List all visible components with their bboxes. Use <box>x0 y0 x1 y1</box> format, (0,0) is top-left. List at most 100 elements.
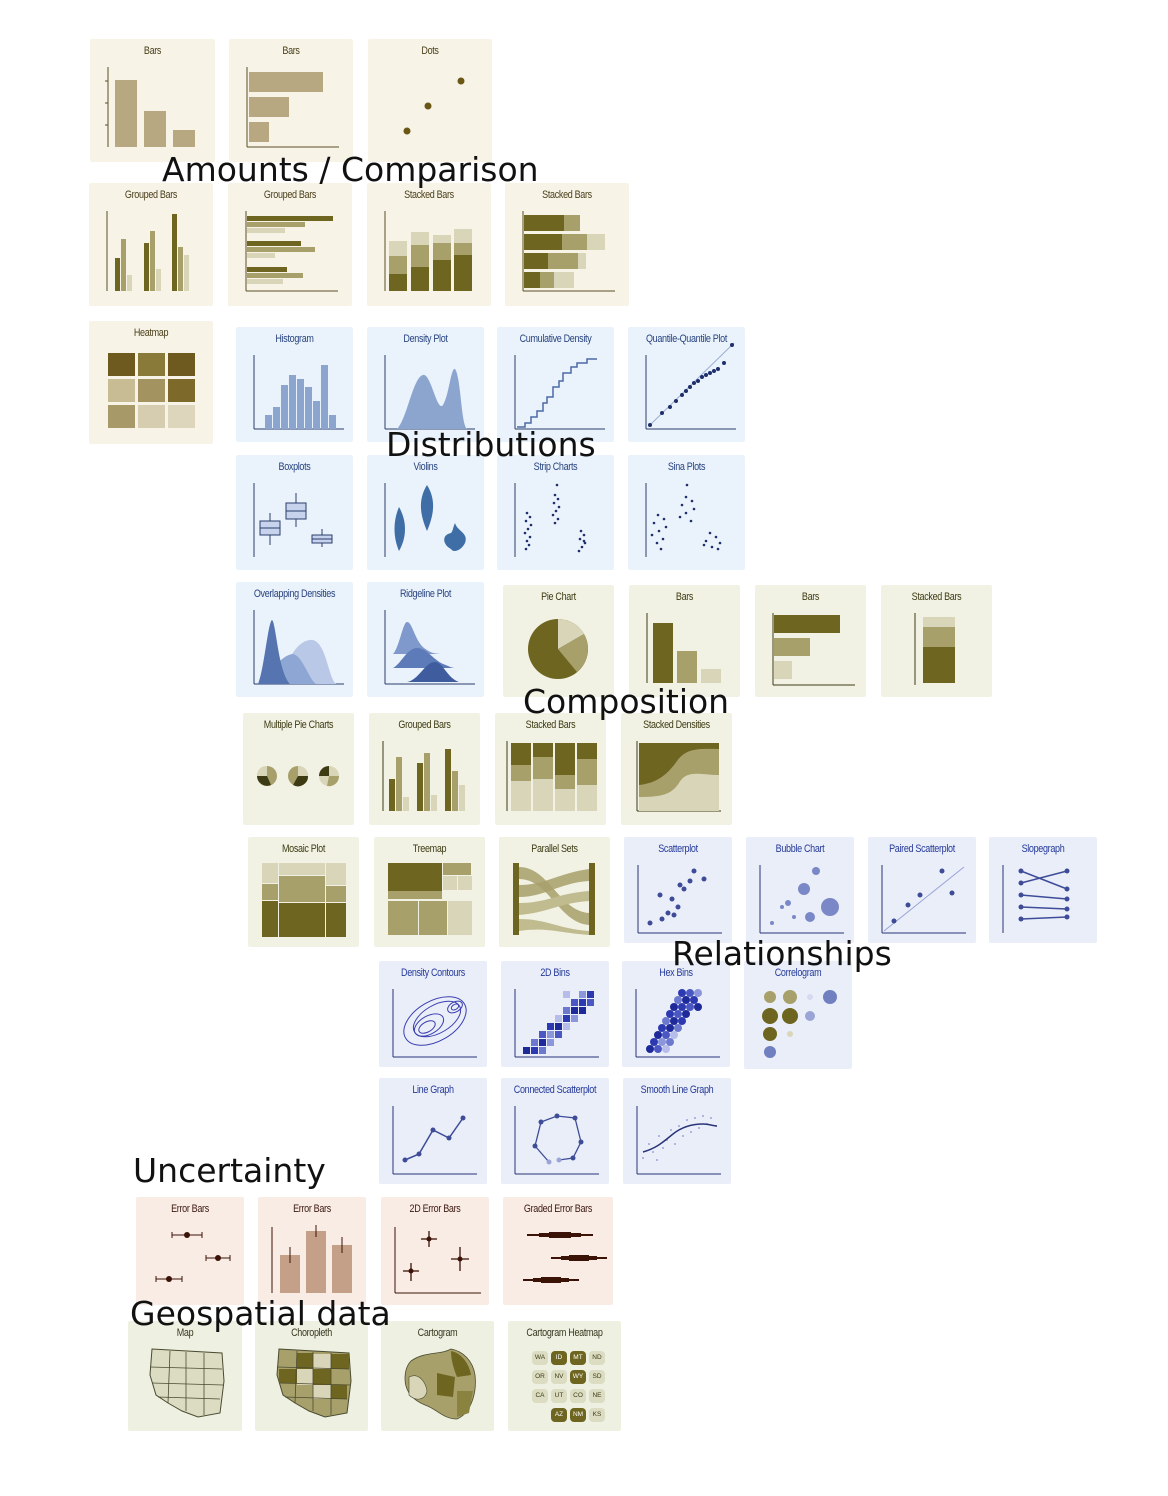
tile-label: Cumulative Density <box>519 333 592 345</box>
tile-smooth-line-graph: Smooth Line Graph <box>623 1078 731 1184</box>
correlogram-icon <box>762 990 837 1058</box>
tile-graded-error-bars: Graded Error Bars <box>503 1197 613 1305</box>
tile-label: Heatmap <box>133 327 169 339</box>
tile-label: Density Contours <box>401 967 465 979</box>
mosaic-plot-icon <box>262 863 346 937</box>
tile-label: Map <box>176 1327 194 1339</box>
category-relationships: Relationships <box>672 934 892 973</box>
stacked-bars-vertical-icon <box>384 211 472 291</box>
tile-label: Hex Bins <box>659 967 693 979</box>
state-tile: MT <box>570 1351 586 1365</box>
tile-label: 2D Error Bars <box>409 1203 461 1215</box>
boxplots-icon <box>253 483 333 557</box>
cumulative-density-icon <box>514 355 605 430</box>
tile-label: Mosaic Plot <box>281 843 325 855</box>
state-tile: NM <box>570 1408 586 1422</box>
tile-density-plot: Density Plot <box>367 327 484 442</box>
tile-stacked-bars-composition: Stacked Bars <box>495 713 606 825</box>
state-tile: AZ <box>551 1408 567 1422</box>
tile-line-graph: Line Graph <box>379 1078 487 1184</box>
tile-overlapping-densities: Overlapping Densities <box>236 582 353 697</box>
tile-cumulative-density: Cumulative Density <box>497 327 614 442</box>
tile-bars-composition-horizontal: Bars <box>755 585 866 697</box>
tile-label: Pie Chart <box>541 591 576 603</box>
ridgeline-plot-icon <box>384 610 475 685</box>
state-tile: ND <box>589 1351 605 1365</box>
tile-label: Histogram <box>275 333 314 345</box>
tile-2d-error-bars: 2D Error Bars <box>381 1197 489 1305</box>
pie-chart-icon <box>528 619 588 679</box>
tile-label: Graded Error Bars <box>523 1203 593 1215</box>
tile-label: Scatterplot <box>658 843 698 855</box>
tile-label: Multiple Pie Charts <box>263 719 334 731</box>
sina-plots-icon <box>645 483 722 557</box>
dots-icon <box>403 77 465 135</box>
strip-charts-icon <box>514 483 587 557</box>
tile-label: Stacked Bars <box>542 189 592 201</box>
tile-label: Stacked Bars <box>404 189 454 201</box>
tile-qq-plot: Quantile-Quantile Plot <box>628 327 745 442</box>
grouped-bars-horizontal-icon <box>245 211 338 292</box>
state-tile: CO <box>570 1389 586 1403</box>
tile-label: Error Bars <box>293 1203 331 1215</box>
tile-label: 2D Bins <box>540 967 570 979</box>
tile-label: Sina Plots <box>667 461 706 473</box>
grouped-bars-vertical-icon <box>106 211 189 291</box>
tile-label: Bars <box>675 591 694 603</box>
tile-stacked-bars-vertical: Stacked Bars <box>367 183 491 306</box>
tile-cartogram: Cartogram <box>381 1321 494 1431</box>
tile-parallel-sets: Parallel Sets <box>499 837 610 947</box>
state-tile: KS <box>589 1408 605 1422</box>
tile-grouped-bars-vertical: Grouped Bars <box>89 183 213 306</box>
bars-horizontal-icon <box>246 67 339 148</box>
state-tile: SD <box>589 1370 605 1384</box>
state-tile: NE <box>589 1389 605 1403</box>
graded-error-bars-icon <box>523 1232 607 1283</box>
heatmap-icon <box>108 353 195 428</box>
tile-label: Cartogram <box>417 1327 458 1339</box>
2d-bins-icon <box>514 989 599 1058</box>
category-composition: Composition <box>523 682 730 721</box>
tile-hex-bins: Hex Bins <box>622 961 730 1067</box>
tile-label: Cartogram Heatmap <box>526 1327 603 1339</box>
density-plot-icon <box>384 355 475 430</box>
state-tile: CA <box>532 1389 548 1403</box>
tile-label: Quantile-Quantile Plot <box>645 333 728 345</box>
state-tile: UT <box>551 1389 567 1403</box>
tile-mosaic-plot: Mosaic Plot <box>248 837 359 947</box>
paired-scatterplot-icon <box>881 865 966 934</box>
tile-bars-composition-vertical: Bars <box>629 585 740 697</box>
tile-violins: Violins <box>367 455 484 570</box>
tile-label: Error Bars <box>171 1203 209 1215</box>
tile-bars-vertical: Bars <box>90 39 215 162</box>
tile-sina-plots: Sina Plots <box>628 455 745 570</box>
tile-label: Grouped Bars <box>263 189 317 201</box>
tile-heatmap: Heatmap <box>89 321 213 444</box>
state-tile: WA <box>532 1351 548 1365</box>
qq-plot-icon <box>645 342 736 430</box>
tile-label: Boxplots <box>278 461 311 473</box>
tile-error-bars-points: Error Bars <box>136 1197 244 1305</box>
error-bars-icon <box>155 1232 231 1282</box>
tile-label: Bubble Chart <box>775 843 825 855</box>
state-tile: NV <box>551 1370 567 1384</box>
smooth-line-graph-icon <box>636 1106 721 1175</box>
tile-label: Bars <box>801 591 820 603</box>
tile-label: Correlogram <box>774 967 822 979</box>
tile-scatterplot: Scatterplot <box>624 837 732 943</box>
category-amounts-comparison: Amounts / Comparison <box>162 150 539 189</box>
tile-bars-horizontal: Bars <box>229 39 353 162</box>
tile-stacked-bars-horizontal: Stacked Bars <box>505 183 629 306</box>
line-graph-icon <box>392 1106 477 1175</box>
tile-label: Choropleth <box>291 1327 332 1339</box>
stacked-bars-horizontal-icon <box>522 211 615 292</box>
grouped-bars-icon <box>382 741 465 811</box>
slopegraph-icon <box>1002 865 1070 933</box>
tile-label: Treemap <box>412 843 447 855</box>
tile-error-bars-bars: Error Bars <box>258 1197 366 1305</box>
tile-stacked-bars-single: Stacked Bars <box>881 585 992 697</box>
tile-map: Map <box>128 1321 242 1431</box>
bars-vertical-icon <box>105 67 195 147</box>
map-icon <box>149 1348 225 1418</box>
